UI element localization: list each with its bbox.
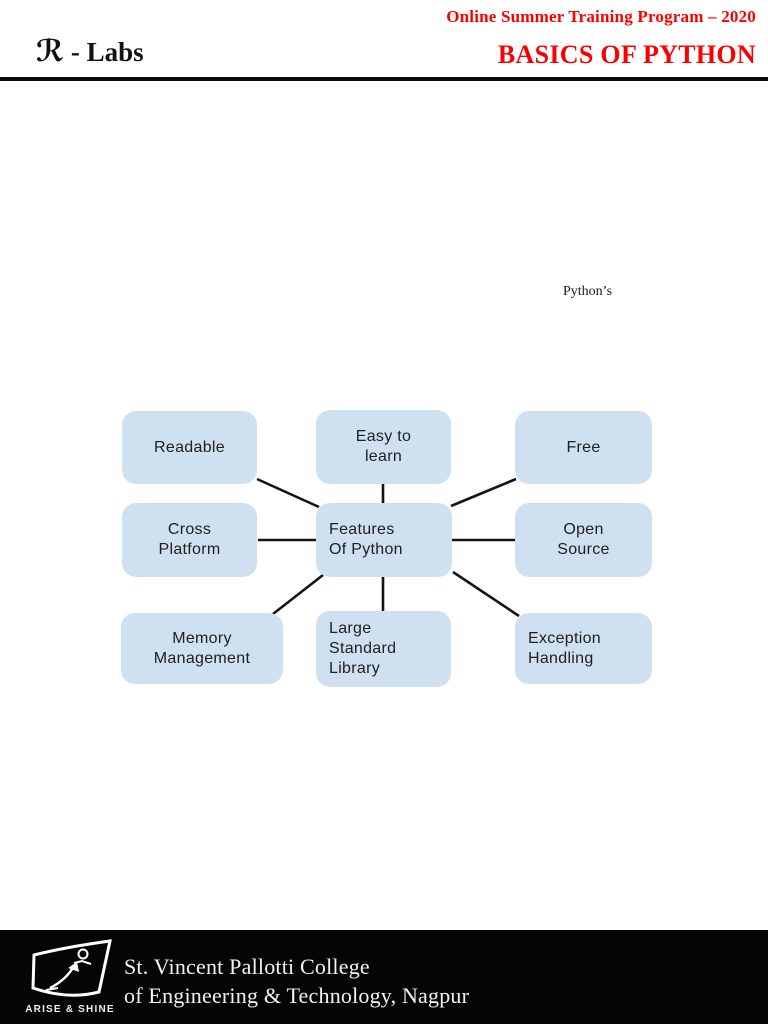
brand-logo: ℛ - Labs [36,34,144,69]
brand-suffix: - Labs [64,37,144,67]
connector-readable [256,477,320,509]
node-label: Exception Handling [528,629,601,667]
arise-shine-logo-icon [31,939,112,997]
diagram-node-free: Free [515,411,652,484]
college-name: St. Vincent Pallotti College of Engineer… [124,952,469,1010]
diagram-node-exception-handling: Exception Handling [515,613,652,684]
node-label: Memory Management [153,629,251,667]
node-label: Large Standard Library [329,620,397,677]
college-line-2: of Engineering & Technology, Nagpur [124,983,470,1008]
college-line-1: St. Vincent Pallotti College [124,954,370,979]
arise-shine-caption: ARISE & SHINE [25,1004,115,1015]
program-title: Online Summer Training Program – 2020 [446,7,756,26]
node-label: Readable [154,438,225,456]
lead-text: Python’s [563,284,613,299]
connector-exception-handling [452,570,520,618]
footer-bar: ARISE & SHINE St. Vincent Pallotti Colle… [0,930,768,1024]
diagram-node-cross-platform: Cross Platform [122,503,257,577]
connector-free [450,477,517,508]
diagram-node-easy-to-learn: Easy to learn [316,410,451,484]
header-divider [0,77,768,81]
node-label: Free [566,438,601,456]
diagram-node-readable: Readable [122,411,257,484]
diagram-node-large-standard-library: Large Standard Library [316,611,451,687]
brand-script-r: ℛ [36,34,65,69]
node-label: Open Source [557,521,610,558]
connector-memory-management [272,573,324,616]
node-label: Cross Platform [158,521,221,558]
page-title: BASICS OF PYTHON [497,40,756,69]
node-label: Features Of Python [329,521,403,558]
node-label: Easy to learn [355,428,412,465]
diagram-node-open-source: Open Source [515,503,652,577]
diagram-node-memory-management: Memory Management [121,613,283,684]
diagram-node-features-of-python: Features Of Python [316,503,452,577]
